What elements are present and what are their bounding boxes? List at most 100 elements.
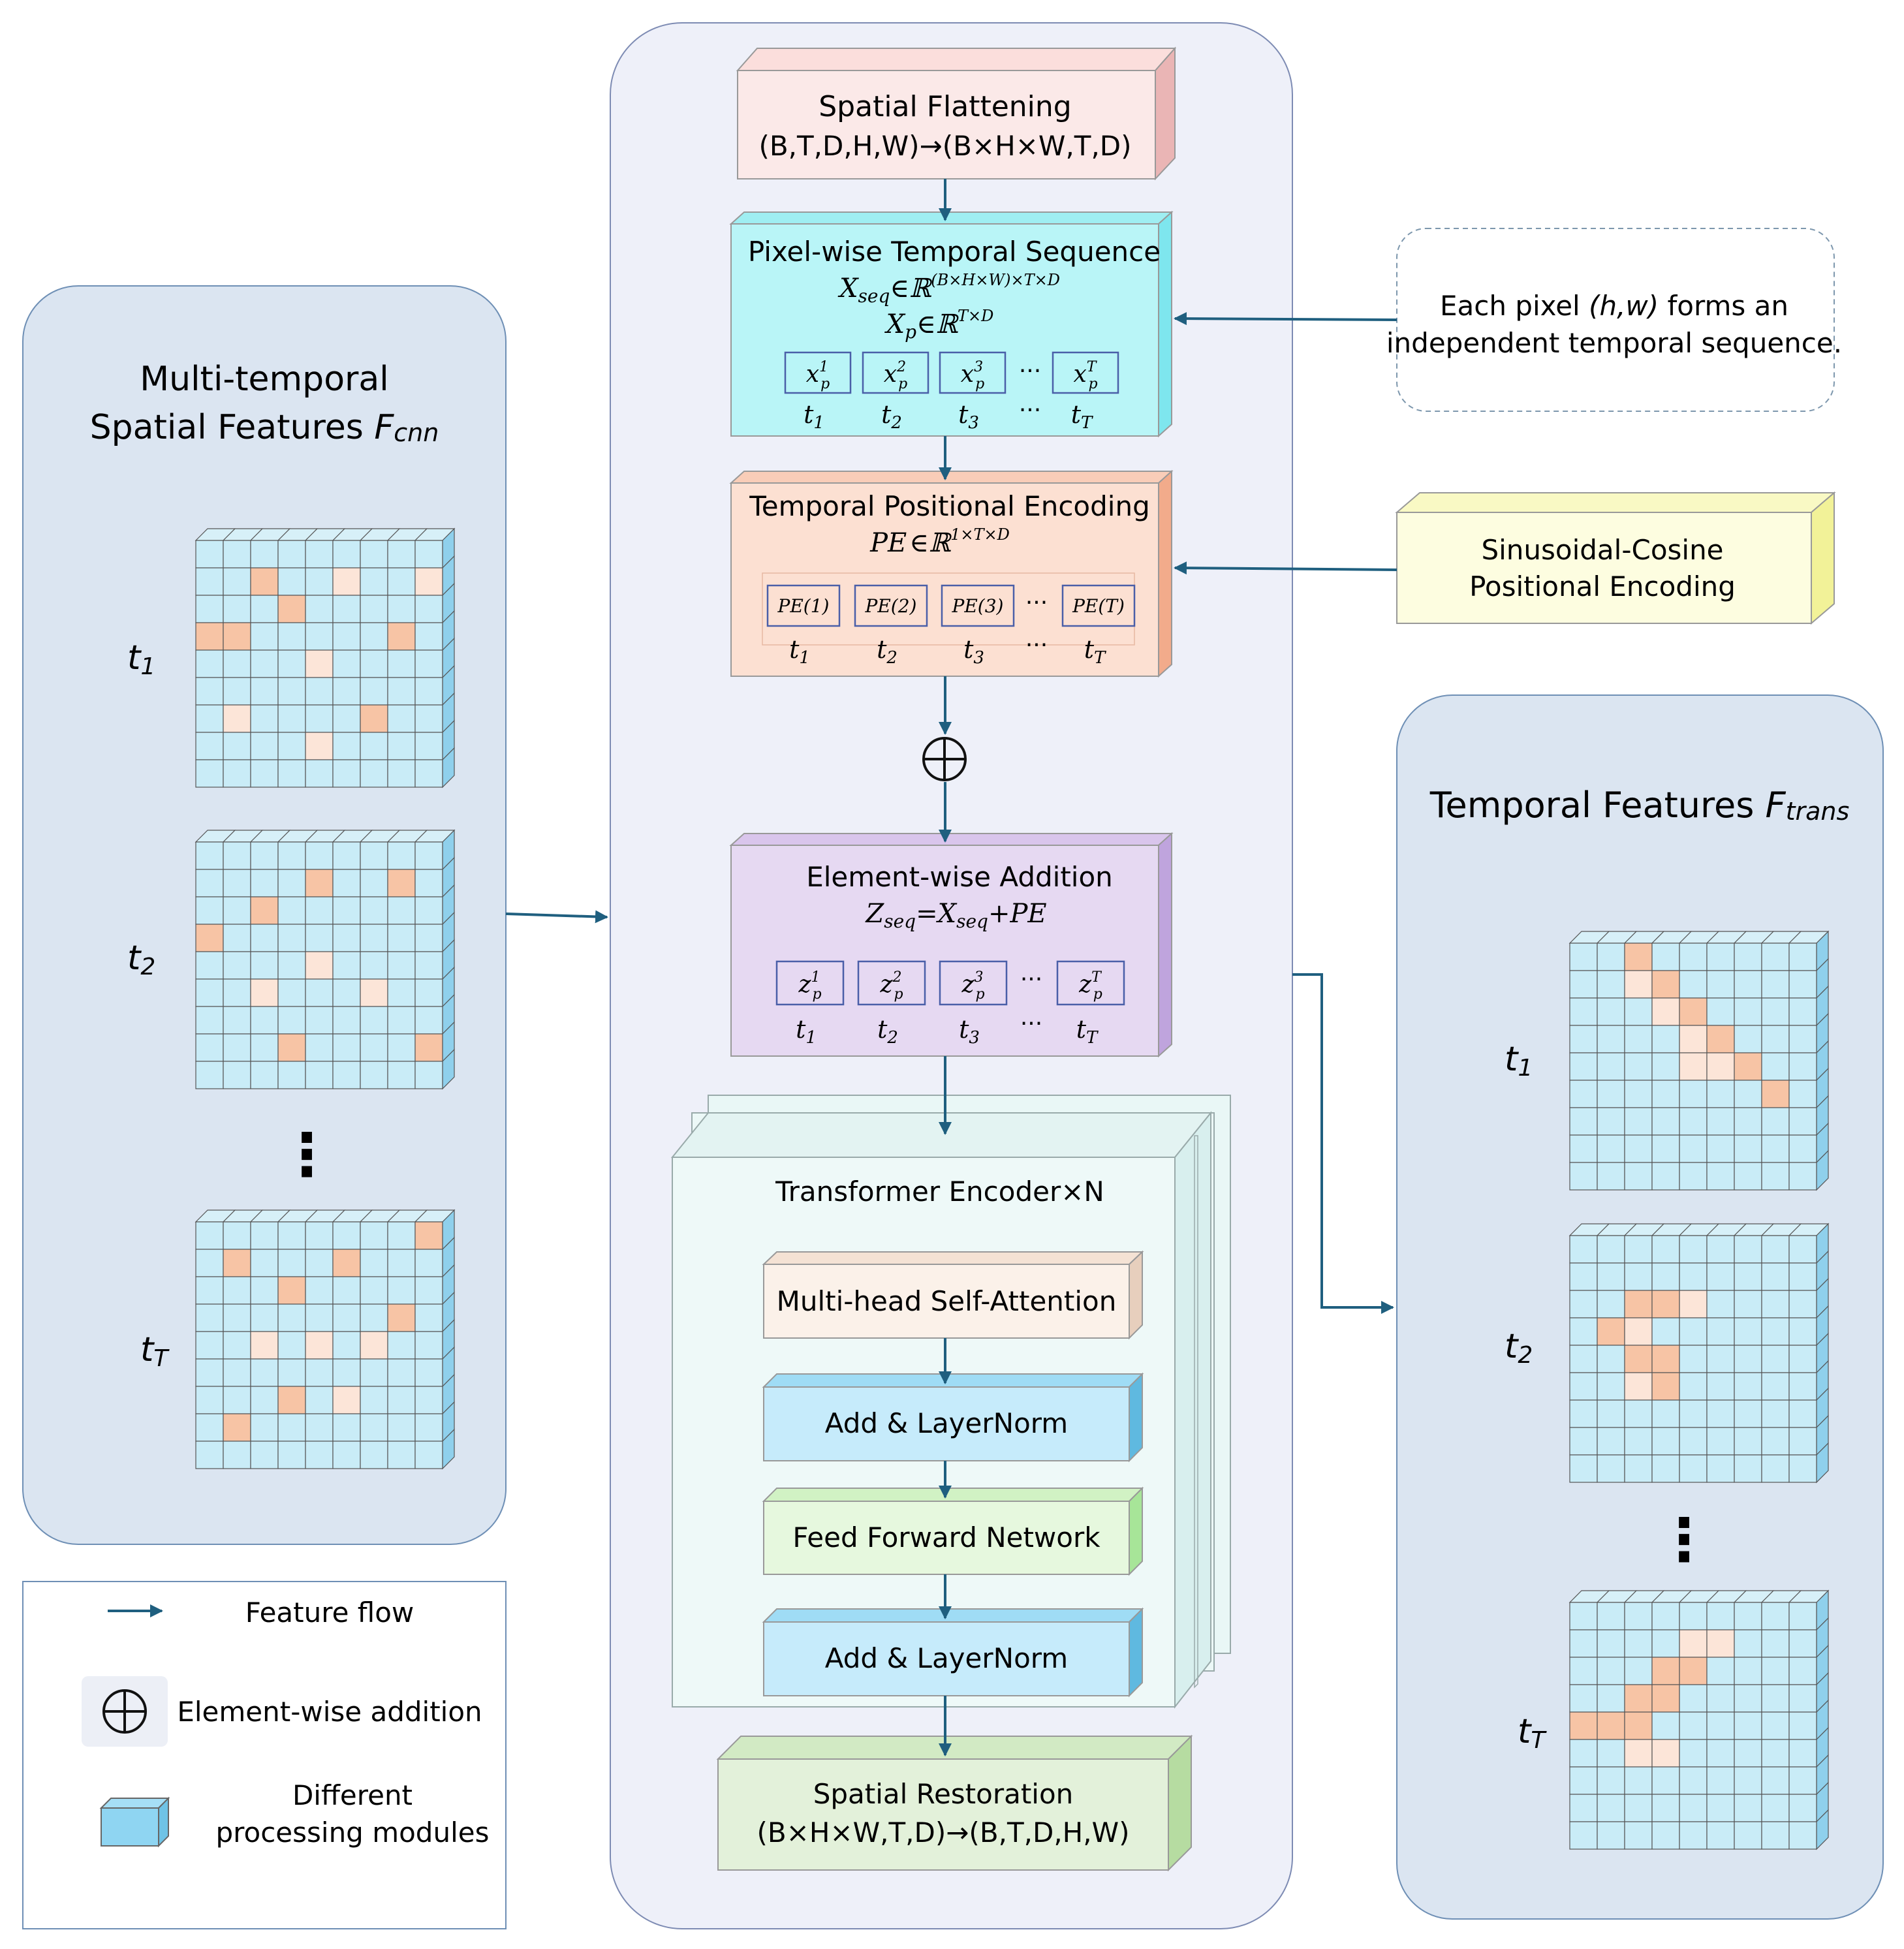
transformer-encoder-stack: Transformer Encoder×N Multi-head Self-At… [670,1095,1231,1709]
positional-encoding-token-1: PE(1) [766,584,841,627]
left-grid-tT [195,1209,456,1470]
add-layernorm-label-1: Add & LayerNorm [825,1407,1068,1439]
positional-encoding-token-4: PE(T) [1061,584,1136,627]
add-layernorm-label-2: Add & LayerNorm [825,1642,1068,1674]
svg-text:PE(1): PE(1) [777,595,830,617]
positional-encoding-time-4: tT [1084,635,1106,668]
positional-encoding-time-dots: ··· [1025,632,1048,659]
legend-feature-flow: Feature flow [245,1597,414,1629]
arrow-note-to-sequence [1174,312,1397,326]
pixel-sequence-time-3: t3 [958,400,979,433]
left-grid-t2 [195,829,456,1090]
feed-forward-block: Feed Forward Network [762,1486,1144,1576]
pixel-note-box: Each pixel (h,w) forms an independent te… [1386,228,1842,412]
right-grid-tT [1568,1589,1830,1850]
left-grid-t1 [195,527,456,788]
spatial-flattening-title: Spatial Flattening [819,90,1071,123]
pixel-sequence-formula2: Xp∈ℝT×D [884,307,994,343]
multi-head-attention-label: Multi-head Self-Attention [777,1285,1117,1317]
right-vertical-ellipsis: ⋮ [1655,1506,1713,1574]
positional-encoding-time-1: t1 [789,635,810,668]
element-wise-addition-formula: Zseq=Xseq+PE [864,899,1046,932]
right-label-t2: t2 [1505,1327,1533,1369]
feature-flow-arrows [505,179,1397,1756]
element-wise-addition-dots: ··· [1020,966,1042,993]
left-label-tT: tT [140,1330,170,1372]
pixel-sequence-formula1: Xseq∈ℝ(B×H×W)×T×D [837,271,1060,307]
svg-text:z2p: z2p [879,969,903,1003]
left-label-t2: t2 [127,939,155,980]
svg-text:x2p: x2p [884,359,907,392]
sinusoid-box: Sinusoidal-Cosine Positional Encoding [1395,491,1836,625]
svg-text:zTp: zTp [1078,969,1102,1003]
svg-text:z3p: z3p [961,969,984,1003]
right-panel-title: Temporal Features Ftrans [1429,785,1850,826]
svg-text:x1p: x1p [806,359,830,392]
pixel-sequence-time-1: t1 [804,400,824,433]
right-label-t1: t1 [1505,1040,1533,1082]
left-feature-grids [195,527,456,1470]
positional-encoding-title: Temporal Positional Encoding [749,490,1150,522]
sinusoid-line1: Sinusoidal-Cosine [1481,534,1723,566]
legend-addition-icon [102,1689,147,1734]
legend-addition: Element-wise addition [177,1696,482,1728]
positional-encoding-box: Temporal Positional Encoding PE∈ℝ1×T×D P… [729,469,1174,678]
left-panel-title-line1: Multi-temporal [140,360,388,399]
positional-encoding-token-2: PE(2) [854,584,928,627]
element-wise-addition-time-dots: ··· [1020,1010,1042,1037]
svg-text:PE(3): PE(3) [952,595,1004,617]
pixel-sequence-title: Pixel-wise Temporal Sequence [748,236,1161,268]
add-layernorm-block-1: Add & LayerNorm [762,1372,1144,1463]
element-wise-addition-time-4: tT [1076,1015,1099,1048]
element-wise-addition-time-2: t2 [877,1015,898,1048]
left-panel-title-line2: Spatial Features Fcnn [90,408,439,447]
svg-text:PE(T): PE(T) [1072,595,1125,617]
svg-text:PE(2): PE(2) [865,595,917,617]
pixel-sequence-box: Pixel-wise Temporal Sequence Xseq∈ℝ(B×H×… [729,210,1174,438]
add-layernorm-block-2: Add & LayerNorm [762,1607,1144,1698]
sinusoid-line2: Positional Encoding [1469,570,1736,602]
positional-encoding-time-2: t2 [877,635,897,668]
pixel-sequence-time-2: t2 [881,400,902,433]
element-wise-addition-symbol [922,737,967,781]
arrow-center-to-right [1292,973,1394,1314]
arrow-sinusoid-to-pe [1174,561,1397,575]
positional-encoding-formula: PE∈ℝ1×T×D [869,525,1010,558]
spatial-restoration-title: Spatial Restoration [813,1778,1074,1810]
arrow-left-to-center [505,910,608,924]
right-grid-t1 [1568,930,1830,1191]
pixel-note-line1: Each pixel (h,w) forms an [1440,290,1788,322]
svg-text:x3p: x3p [961,359,984,392]
pixel-sequence-time-dots: ··· [1019,397,1041,424]
right-label-tT: tT [1518,1712,1547,1754]
transformer-encoder-title: Transformer Encoder×N [775,1176,1104,1208]
left-vertical-ellipsis: ⋮ [277,1121,336,1189]
pixel-sequence-time-4: tT [1071,400,1093,433]
legend-cube-icon [99,1796,170,1848]
legend: Feature flow Element-wise addition Diffe… [22,1581,507,1929]
element-wise-addition-title: Element-wise Addition [806,861,1113,893]
positional-encoding-time-3: t3 [963,635,984,668]
element-wise-addition-time-1: t1 [796,1015,817,1048]
multi-head-attention-block: Multi-head Self-Attention [762,1250,1144,1340]
spatial-flattening-box: Spatial Flattening (B,T,D,H,W)→(B×H×W,T,… [736,46,1177,181]
right-feature-grids [1568,930,1830,1850]
right-grid-t2 [1568,1223,1830,1484]
legend-modules-line2: processing modules [216,1816,490,1848]
spatial-restoration-box: Spatial Restoration (B×H×W,T,D)→(B,T,D,H… [716,1734,1193,1872]
pixel-note-line2: independent temporal sequence. [1386,327,1842,359]
pixel-sequence-dots: ··· [1019,358,1041,384]
legend-modules-line1: Different [292,1779,413,1811]
element-wise-addition-time-3: t3 [959,1015,980,1048]
positional-encoding-dots: ··· [1025,589,1048,616]
positional-encoding-token-3: PE(3) [941,584,1015,627]
svg-text:xTp: xTp [1073,359,1097,392]
